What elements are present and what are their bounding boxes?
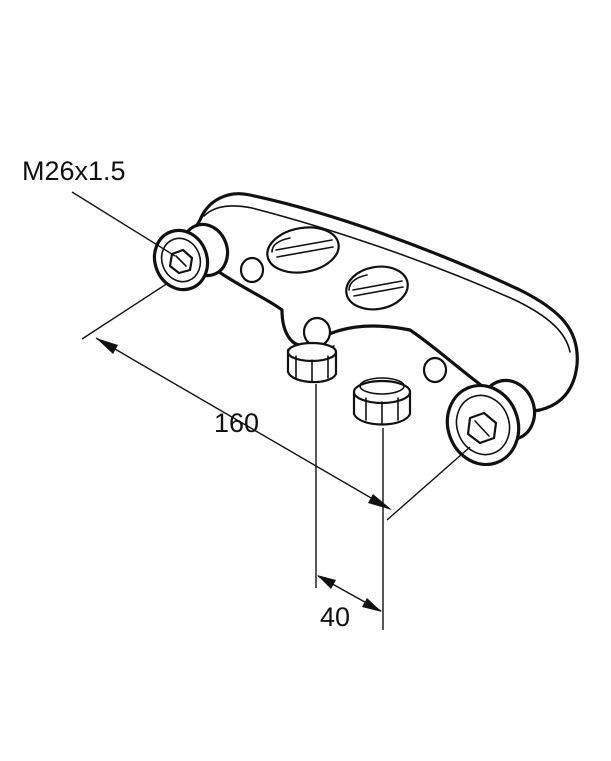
adjust-screw-right bbox=[345, 265, 409, 311]
arrow-head-right-40 bbox=[362, 598, 382, 612]
arrow-head-right-160 bbox=[368, 494, 392, 510]
bottom-fitting-left bbox=[286, 341, 338, 384]
thread-leader-line bbox=[71, 191, 176, 257]
dimension-160 bbox=[81, 282, 471, 521]
left-connection bbox=[152, 222, 230, 292]
thread-size-label: M26x1.5 bbox=[22, 156, 126, 186]
right-connection bbox=[445, 378, 537, 467]
extension-line-right bbox=[386, 446, 471, 521]
length-dimension-label: 160 bbox=[214, 408, 259, 438]
adjust-screw-left bbox=[266, 226, 340, 274]
arrow-head-left-40 bbox=[317, 575, 336, 589]
bottom-fitting-right bbox=[352, 377, 412, 426]
arrow-head-left-160 bbox=[96, 338, 118, 354]
dimension-40 bbox=[315, 384, 384, 630]
dimension-line-160 bbox=[95, 337, 391, 510]
spacing-dimension-label: 40 bbox=[320, 602, 350, 632]
extension-line-left bbox=[81, 282, 169, 340]
